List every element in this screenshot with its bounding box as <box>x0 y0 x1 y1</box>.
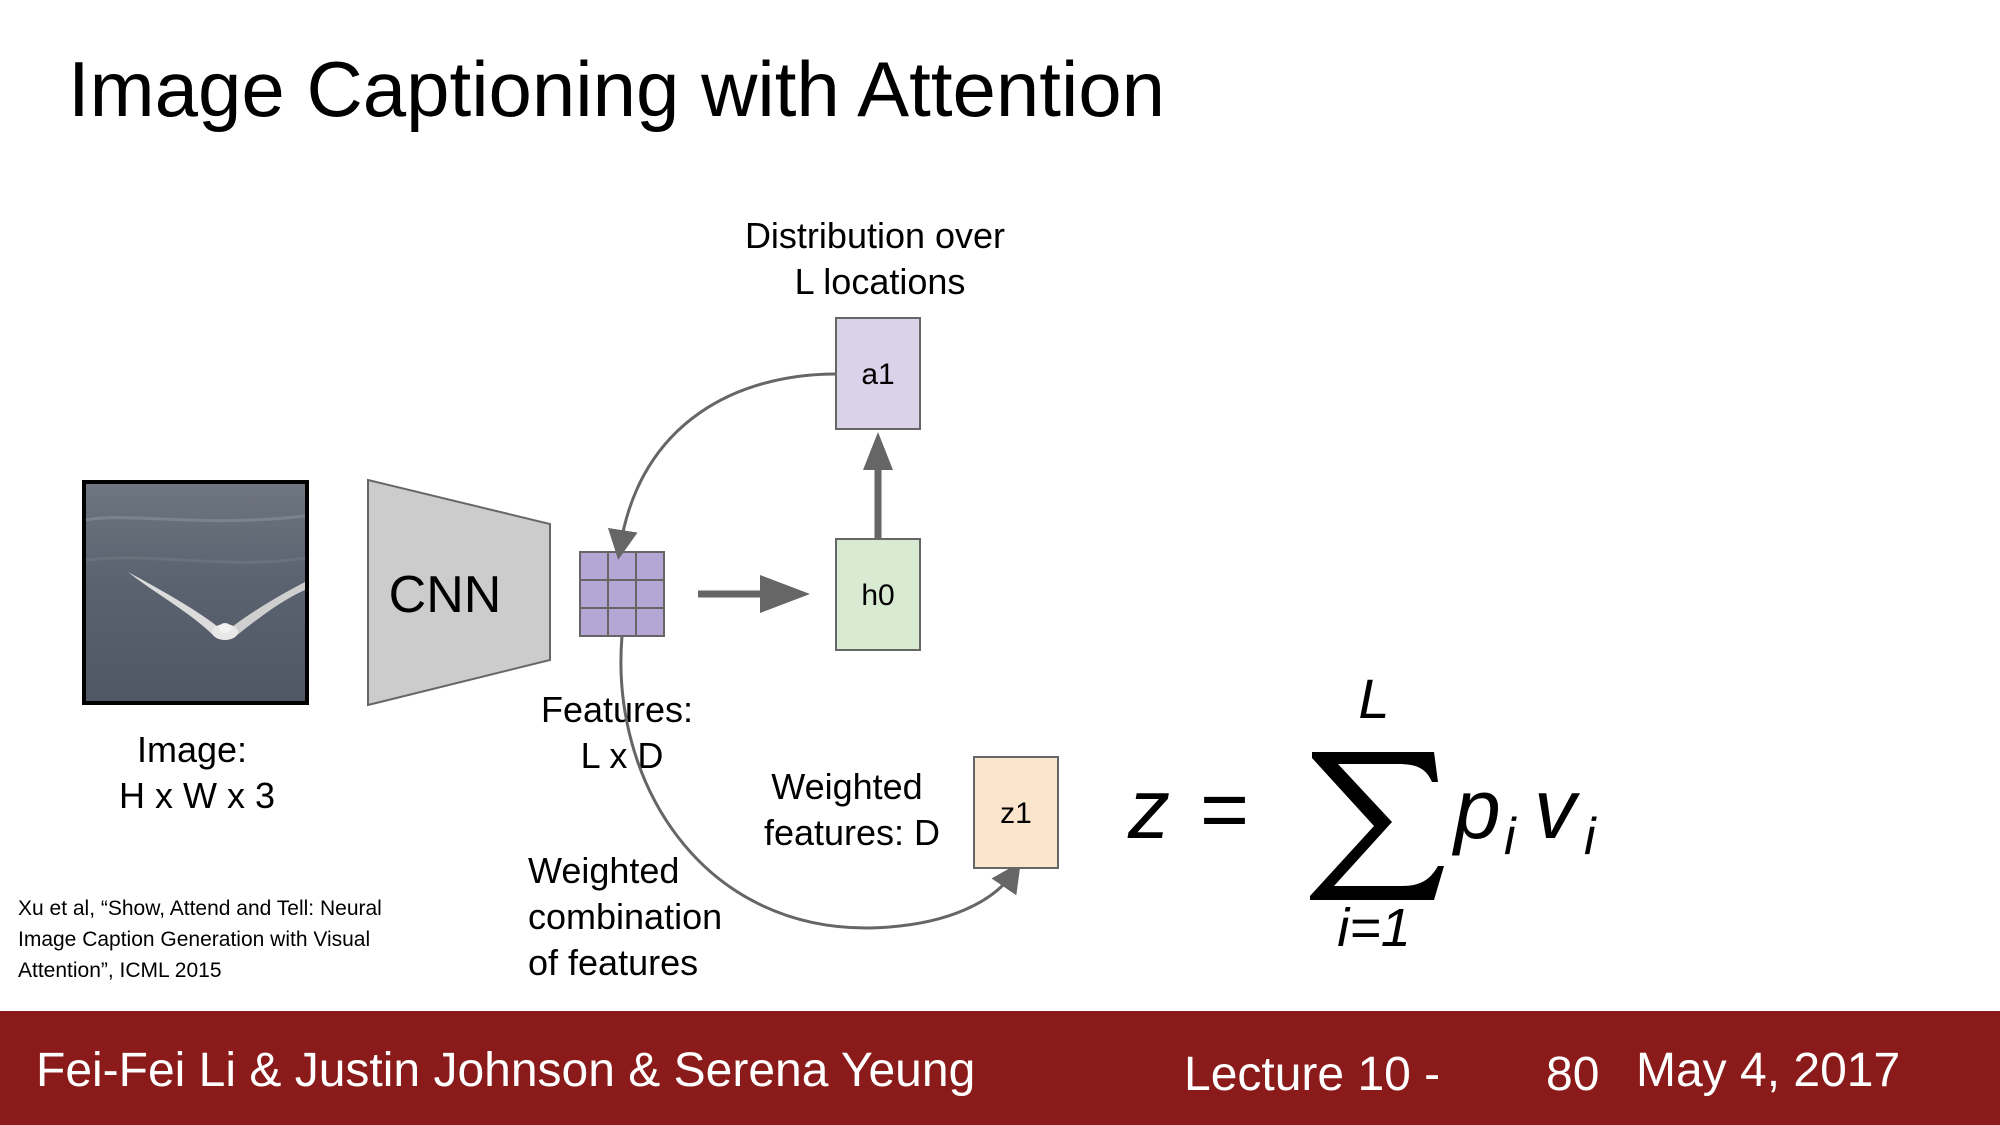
grid-to-h0-arrow <box>698 575 810 613</box>
footer-date: May 4, 2017 <box>1636 1044 1901 1097</box>
cnn-block <box>367 478 551 707</box>
distribution-label: Distribution over L locations <box>745 215 1015 302</box>
citation: Xu et al, “Show, Attend and Tell: Neural… <box>18 897 388 982</box>
a1-to-features-arrow <box>607 372 837 560</box>
feature-grid <box>579 551 665 637</box>
formula-upper-limit: L <box>1358 667 1389 730</box>
features-to-z1-arrow <box>619 635 1021 930</box>
cnn-label: CNN <box>389 566 502 624</box>
z1-label: z1 <box>1000 797 1032 830</box>
formula-subscript-v: i <box>1584 808 1597 866</box>
formula-equals: = <box>1200 762 1249 856</box>
footer-authors: Fei-Fei Li & Justin Johnson & Serena Yeu… <box>36 1044 976 1097</box>
seagull-icon <box>128 572 305 640</box>
summation-sign-icon <box>1310 752 1444 900</box>
weighted-combination-label: Weighted combination of features <box>528 850 732 983</box>
image-label: Image: H x W x 3 <box>119 729 275 816</box>
attention-formula: z = L i=1 p i v i <box>1127 667 1597 958</box>
a1-label: a1 <box>861 358 894 391</box>
formula-term-v: v <box>1534 762 1581 856</box>
formula-term-p: p <box>1451 762 1501 856</box>
z1-box <box>973 756 1059 869</box>
features-label: Features: L x D <box>541 689 703 776</box>
footer: Fei-Fei Li & Justin Johnson & Serena Yeu… <box>0 1011 2000 1125</box>
footer-lecture: Lecture 10 - <box>1184 1048 1441 1101</box>
formula-subscript-p: i <box>1504 808 1517 866</box>
footer-page-number: 80 <box>1546 1048 1600 1101</box>
slide-title: Image Captioning with Attention <box>68 45 1165 133</box>
footer-bar <box>0 1011 2000 1125</box>
h0-to-a1-arrow <box>863 432 893 539</box>
input-image <box>82 480 309 705</box>
formula-lhs: z <box>1127 762 1170 856</box>
h0-label: h0 <box>861 579 894 612</box>
a1-box <box>835 317 921 430</box>
weighted-features-label: Weighted features: D <box>764 766 940 853</box>
formula-lower-limit: i=1 <box>1337 898 1411 958</box>
